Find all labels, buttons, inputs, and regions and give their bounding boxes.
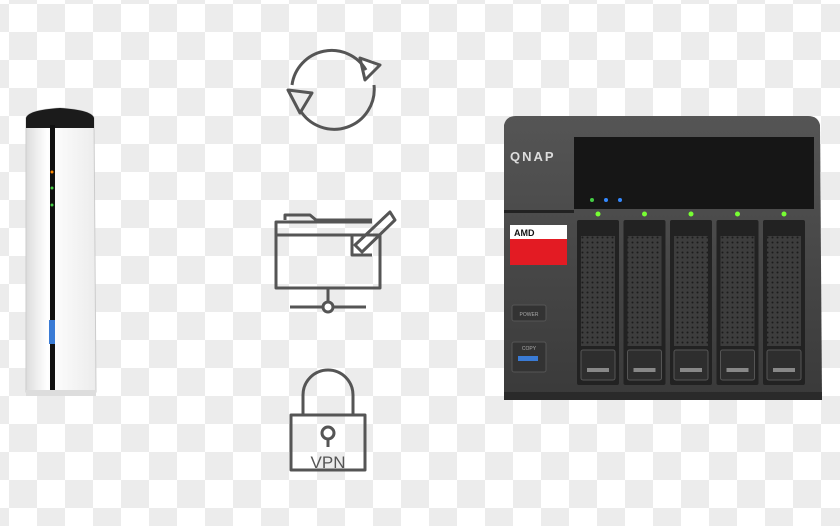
sync-icon — [286, 48, 382, 131]
drive-bay[interactable] — [577, 211, 619, 386]
power-button: POWER — [520, 312, 539, 318]
drive-bay[interactable] — [763, 211, 805, 386]
drive-bay[interactable] — [623, 211, 666, 386]
drive-bay[interactable] — [670, 211, 712, 386]
vpn-label: VPN — [311, 453, 346, 472]
qnap-logo: QNAP — [510, 149, 556, 164]
amd-label: AMD — [514, 228, 535, 238]
drive-bays — [577, 211, 805, 386]
small-nas-device — [25, 107, 97, 396]
shared-folder-icon — [274, 210, 397, 314]
copy-button: COPY — [522, 346, 537, 352]
vpn-lock-icon — [289, 368, 367, 472]
drive-bay[interactable] — [716, 211, 759, 386]
